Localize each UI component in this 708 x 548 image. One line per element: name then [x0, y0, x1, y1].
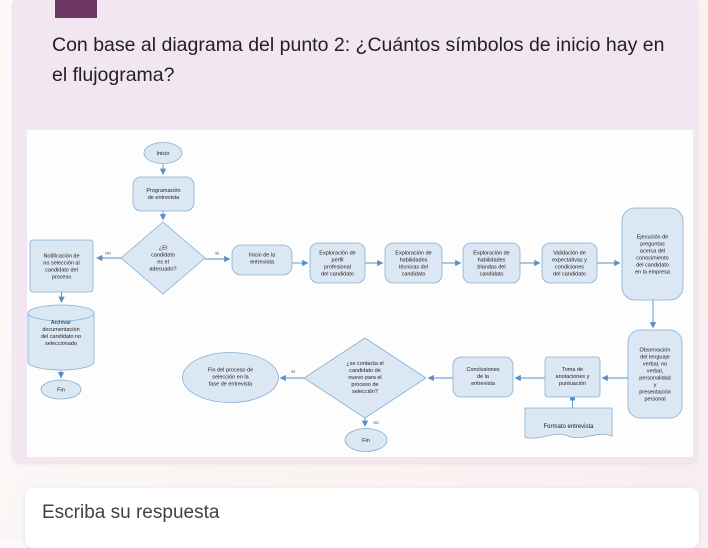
svg-text:del candidato: del candidato	[321, 272, 354, 278]
question-card: Con base al diagrama del punto 2: ¿Cuánt…	[12, 0, 698, 463]
svg-text:técnicas del: técnicas del	[399, 265, 428, 271]
svg-text:Inicio de la: Inicio de la	[249, 253, 276, 259]
svg-text:proceso: proceso	[52, 275, 72, 281]
svg-text:Exploración de: Exploración de	[395, 251, 431, 257]
svg-text:de la: de la	[477, 374, 490, 380]
svg-text:habilidades: habilidades	[400, 258, 428, 264]
svg-text:personal: personal	[644, 397, 665, 403]
svg-text:Exploración de: Exploración de	[319, 251, 355, 257]
svg-text:Fin: Fin	[362, 438, 370, 444]
svg-text:Validación de: Validación de	[553, 251, 586, 257]
node-exploracion-blandas: Exploración de habilidades blandas del c…	[462, 242, 521, 284]
edge-label-si-2: si	[291, 369, 294, 375]
node-fin-bottom: Fin	[344, 428, 388, 452]
answer-card	[25, 488, 699, 548]
svg-text:¿se contacta el: ¿se contacta el	[346, 361, 383, 367]
node-decision-candidato: ¿El candidato es el adecuado?	[120, 221, 206, 295]
svg-text:acerca del: acerca del	[640, 249, 665, 255]
svg-text:Formato entrevista: Formato entrevista	[543, 424, 594, 430]
svg-text:profesional: profesional	[324, 265, 351, 271]
svg-text:Programación: Programación	[146, 188, 180, 194]
node-conclusiones: Conclusiones de la entrevista	[452, 356, 514, 398]
svg-text:preguntas: preguntas	[640, 242, 665, 248]
svg-text:del candidato: del candidato	[636, 263, 669, 269]
node-toma-anotaciones: Toma de anotaciones y puntuación	[544, 356, 601, 398]
svg-text:Exploración de: Exploración de	[473, 251, 509, 257]
svg-text:verbal, no: verbal, no	[643, 362, 667, 368]
node-start: Inicio	[143, 142, 183, 164]
svg-text:¿El: ¿El	[159, 246, 167, 252]
svg-text:es el: es el	[157, 260, 169, 266]
svg-text:documentación: documentación	[42, 327, 79, 333]
svg-text:nuevo para el: nuevo para el	[348, 375, 381, 381]
node-ejecucion-preguntas: Ejecución de preguntas acerca del conoci…	[621, 207, 684, 301]
edge-label-no-2: no	[373, 421, 379, 426]
svg-text:presentación: presentación	[639, 390, 671, 396]
node-inicio-entrevista: Inicio de la entrevista	[231, 244, 293, 276]
svg-text:blandas del: blandas del	[477, 265, 505, 271]
node-fin-proceso: Fin del proceso de selección en la fase …	[182, 352, 279, 403]
svg-text:de entrevista: de entrevista	[148, 195, 180, 201]
svg-text:y: y	[654, 383, 657, 389]
svg-text:Observación: Observación	[640, 348, 671, 354]
node-archivar-database: Archivar documentación del candidato no …	[27, 304, 95, 371]
node-programacion: Programación de entrevista	[132, 176, 195, 212]
svg-text:del candidato: del candidato	[553, 272, 586, 278]
svg-text:no selección al: no selección al	[43, 261, 79, 267]
theme-accent-bar	[55, 0, 97, 18]
svg-text:Notificación de: Notificación de	[43, 254, 79, 260]
svg-text:verbal,: verbal,	[647, 369, 664, 375]
svg-text:Conclusiones: Conclusiones	[466, 367, 499, 373]
node-fin-left: Fin	[40, 379, 82, 400]
svg-text:perfil: perfil	[332, 258, 344, 264]
svg-text:proceso de: proceso de	[351, 382, 378, 388]
svg-text:puntuación: puntuación	[559, 381, 586, 387]
svg-text:conocimiento: conocimiento	[636, 256, 668, 262]
svg-text:entrevista: entrevista	[250, 260, 275, 266]
svg-text:selección?: selección?	[352, 389, 378, 395]
flow-connectors	[57, 164, 657, 427]
svg-text:seleccionado: seleccionado	[45, 341, 77, 347]
node-start-label: Inicio	[157, 151, 170, 157]
svg-text:candidato: candidato	[151, 253, 175, 259]
svg-text:candidato del: candidato del	[45, 268, 78, 274]
svg-text:expectativas y: expectativas y	[552, 258, 587, 264]
svg-text:del lenguaje: del lenguaje	[640, 355, 670, 361]
flowchart-image: Inicio Programación de entrevista ¿El ca…	[27, 130, 693, 457]
svg-text:habilidades: habilidades	[478, 258, 506, 264]
svg-text:anotaciones y: anotaciones y	[556, 374, 590, 380]
svg-text:candidato de: candidato de	[349, 368, 381, 374]
svg-text:candidato: candidato	[402, 272, 426, 278]
svg-text:condiciones: condiciones	[555, 265, 584, 271]
svg-text:Ejecución de: Ejecución de	[637, 235, 669, 241]
svg-text:Archivar: Archivar	[51, 320, 71, 326]
svg-text:Fin del proceso de: Fin del proceso de	[208, 368, 253, 374]
question-title: Con base al diagrama del punto 2: ¿Cuánt…	[52, 34, 665, 86]
node-formato-entrevista: Formato entrevista	[524, 407, 613, 439]
node-observacion: Observación del lenguaje verbal, no verb…	[627, 329, 683, 419]
svg-text:Toma de: Toma de	[562, 367, 583, 373]
answer-input[interactable]	[40, 501, 674, 525]
node-decision-contacto: ¿se contacta el candidato de nuevo para …	[303, 337, 427, 419]
svg-text:Fin: Fin	[57, 388, 65, 394]
node-notificacion: Notificación de no selección al candidat…	[29, 239, 94, 293]
svg-text:candidato: candidato	[480, 272, 504, 278]
flowchart-svg: Inicio Programación de entrevista ¿El ca…	[27, 142, 684, 452]
svg-text:entrevista: entrevista	[471, 381, 496, 387]
svg-text:personalidad: personalidad	[639, 376, 671, 382]
node-exploracion-tecnicas: Exploración de habilidades técnicas del …	[384, 242, 443, 284]
edge-label-si: si	[215, 251, 218, 257]
svg-text:selección en la: selección en la	[212, 375, 249, 381]
node-validacion: Validación de expectativas y condiciones…	[541, 242, 598, 284]
node-exploracion-perfil: Exploración de perfil profesional del ca…	[309, 242, 366, 284]
svg-text:adecuado?: adecuado?	[149, 267, 176, 273]
edge-label-no: no	[105, 252, 111, 257]
svg-text:fase de entrevista: fase de entrevista	[209, 382, 253, 388]
svg-text:en la empresa: en la empresa	[635, 270, 671, 276]
svg-text:del candidato no: del candidato no	[41, 334, 81, 340]
